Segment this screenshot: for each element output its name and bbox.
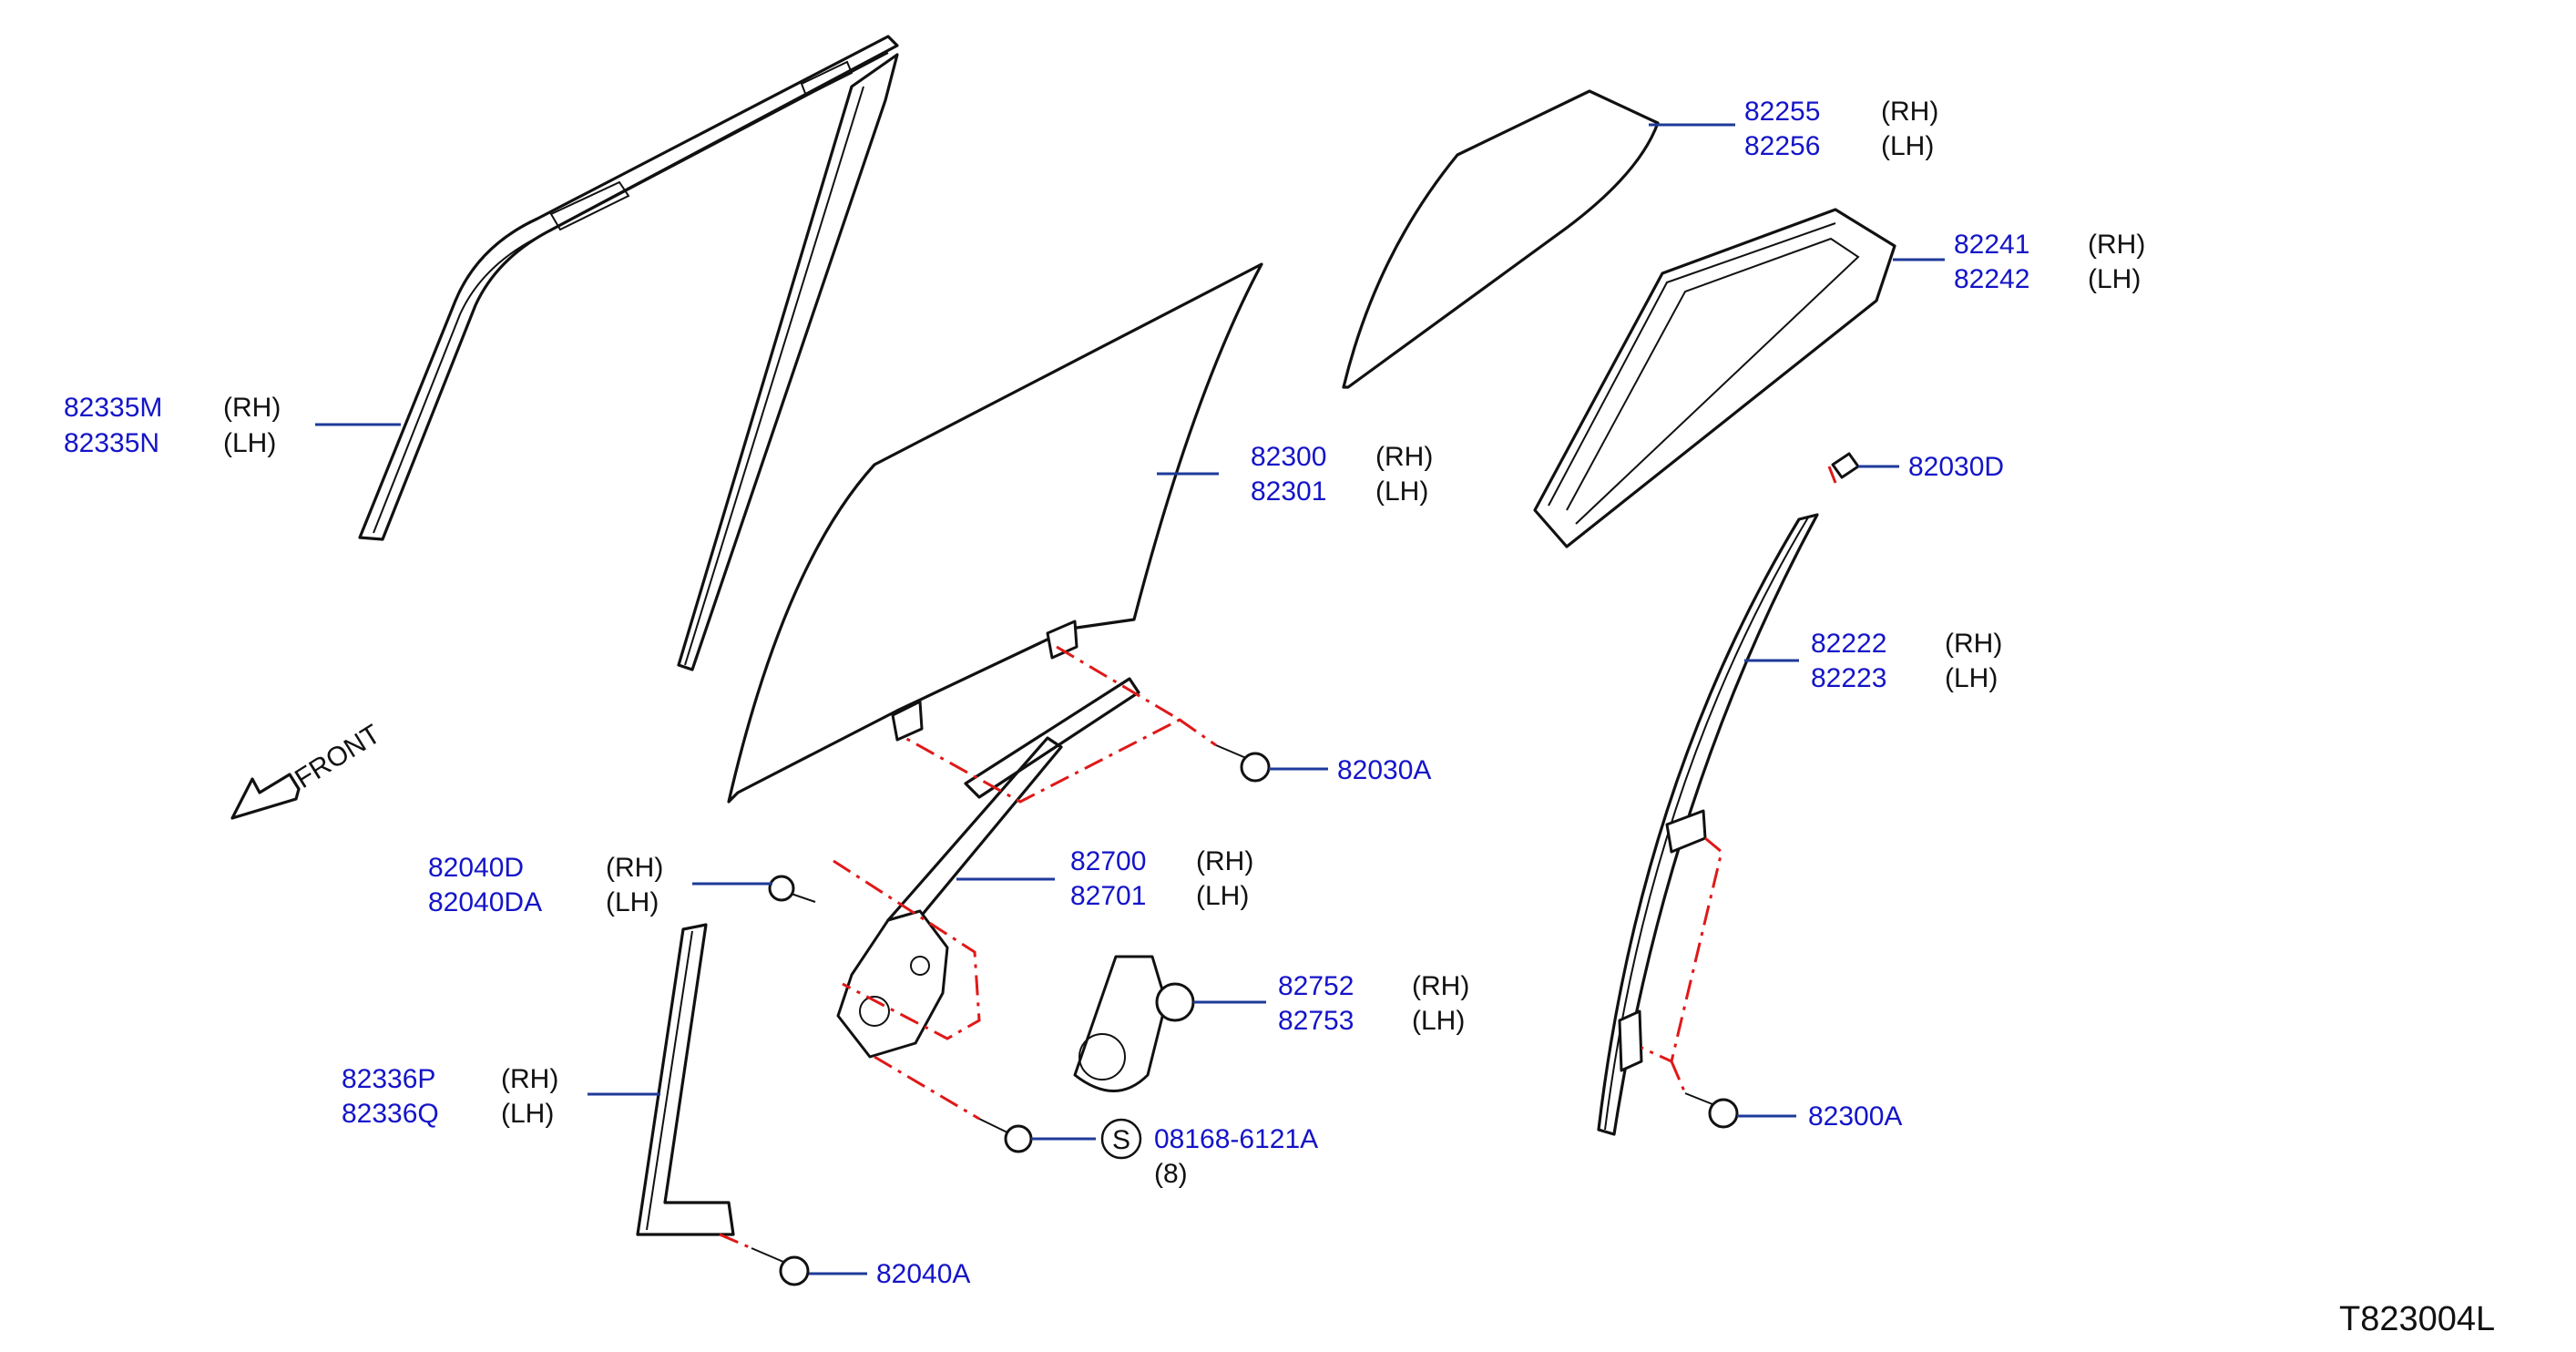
part-number-rh: 82255 [1744,97,1820,127]
callout-motor: 82752 (RH) 82753 (LH) [1278,971,1469,1036]
side-lh: (LH) [1945,663,1998,693]
side-rh: (RH) [501,1064,558,1094]
glass-seal-part [1533,208,1896,548]
side-lh: (LH) [1196,881,1249,911]
part-number-lh: 82223 [1811,663,1886,693]
callout-rear-sash-bolt: 82300A [1808,1101,1902,1132]
side-rh: (RH) [223,393,281,423]
part-number: 82040A [876,1259,970,1289]
callout-glass-seal: 82241 (RH) 82242 (LH) [1954,230,2145,294]
callout-standard-bolt: S 08168-6121A (8) [1100,1118,1318,1189]
standard-part-symbol: S [1112,1125,1130,1155]
door-glass-part [727,262,1263,804]
callout-sash-lower: 82336P (RH) 82336Q (LH) [342,1064,558,1129]
part-number: 82030A [1337,755,1431,785]
side-rh: (RH) [2088,230,2145,260]
callout-partition-glass: 82255 (RH) 82256 (LH) [1744,97,1938,161]
part-number-rh: 82040D [428,853,524,883]
leader-lines [315,123,1945,1275]
part-number-rh: 82241 [1954,230,2029,260]
side-rh: (RH) [1196,846,1253,876]
bolt-82040d [768,875,816,903]
part-number-lh: 82335N [64,428,159,458]
part-number: 82300A [1808,1101,1902,1132]
front-sash-part [358,35,899,671]
standard-part-symbol-icon [1100,1118,1142,1160]
part-number-lh: 82301 [1251,476,1326,507]
part-number-rh: 82300 [1251,442,1326,472]
part-number-lh: 82336Q [342,1099,439,1129]
part-number: 82030D [1908,452,2004,482]
part-number-lh: 82242 [1954,264,2029,294]
part-number-lh: 82753 [1278,1006,1354,1036]
side-lh: (LH) [223,428,276,458]
part-number-rh: 82335M [64,393,162,423]
bolt-08168-6121a [978,1118,1033,1153]
side-lh: (LH) [1881,131,1934,161]
regulator-part [836,677,1140,1059]
lower-sash-part [636,923,735,1236]
side-lh: (LH) [2088,264,2141,294]
diagram-reference-code: T823004L [2339,1300,2495,1338]
side-rh: (RH) [1412,971,1469,1001]
callout-regulator: 82700 (RH) 82701 (LH) [1070,846,1253,911]
callout-glass: 82300 (RH) 82301 (LH) [1251,442,1433,507]
callout-screw-top: 82030D [1908,452,2004,482]
side-rh: (RH) [606,853,663,883]
bolt-82040a [751,1247,810,1286]
callout-glass-bolt: 82030A [1337,755,1431,785]
side-rh: (RH) [1881,97,1938,127]
rear-sash-part [1597,513,1819,1136]
callout-sash-rear: 82222 (RH) 82223 (LH) [1811,629,2002,693]
part-number-rh: 82222 [1811,629,1886,659]
part-number-rh: 82752 [1278,971,1354,1001]
front-arrow-icon [230,773,301,820]
part-number-lh: 82701 [1070,881,1146,911]
bolt-82300a [1684,1092,1739,1129]
bolt-82030a [1215,744,1271,783]
callout-sash-bolt: 82040A [876,1259,970,1289]
quantity: (8) [1154,1159,1188,1189]
part-number-lh: 82040DA [428,887,542,917]
part-number: 08168-6121A [1154,1124,1318,1154]
part-number-lh: 82256 [1744,131,1820,161]
callout-regulator-bolt: 82040D (RH) 82040DA (LH) [428,853,663,917]
side-lh: (LH) [501,1099,554,1129]
part-number-rh: 82336P [342,1064,435,1094]
partition-glass-part [1342,89,1660,389]
side-lh: (LH) [1375,476,1428,507]
side-lh: (LH) [606,887,659,917]
part-number-rh: 82700 [1070,846,1146,876]
bolt-82030d [1831,452,1860,479]
callout-sash-front: 82335M (RH) 82335N (LH) [64,393,281,458]
side-lh: (LH) [1412,1006,1465,1036]
assembly-guide-lines [719,466,1837,1250]
motor-part [1073,955,1195,1092]
side-rh: (RH) [1945,629,2002,659]
side-rh: (RH) [1375,442,1433,472]
front-label: FRONT [290,719,385,794]
